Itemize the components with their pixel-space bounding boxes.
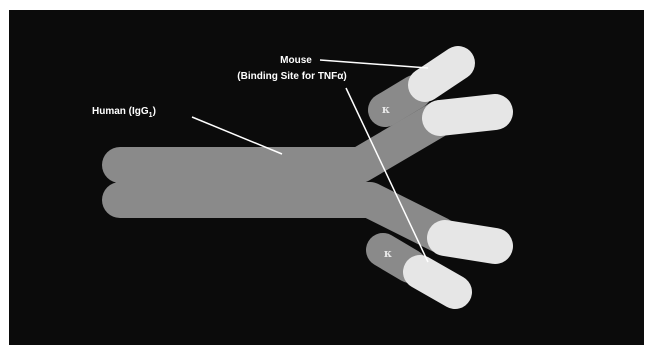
label-human-close: ) bbox=[153, 106, 156, 117]
label-mouse: Mouse bbox=[280, 55, 312, 66]
heavy-variable-upper bbox=[440, 112, 495, 118]
label-human-main: Human (IgG bbox=[92, 106, 149, 117]
kappa-label-upper: κ bbox=[382, 103, 390, 116]
light-chain-lower-variable bbox=[420, 272, 455, 292]
label-binding-site: (Binding Site for TNFα) bbox=[237, 71, 346, 82]
label-human: Human (IgG1) bbox=[92, 106, 156, 119]
heavy-variable-lower bbox=[445, 238, 495, 246]
light-chain-upper-variable bbox=[425, 63, 458, 85]
heavy-chain-lower bbox=[120, 200, 440, 235]
pointer-mouse bbox=[320, 60, 428, 68]
kappa-label-lower: κ bbox=[384, 247, 392, 260]
